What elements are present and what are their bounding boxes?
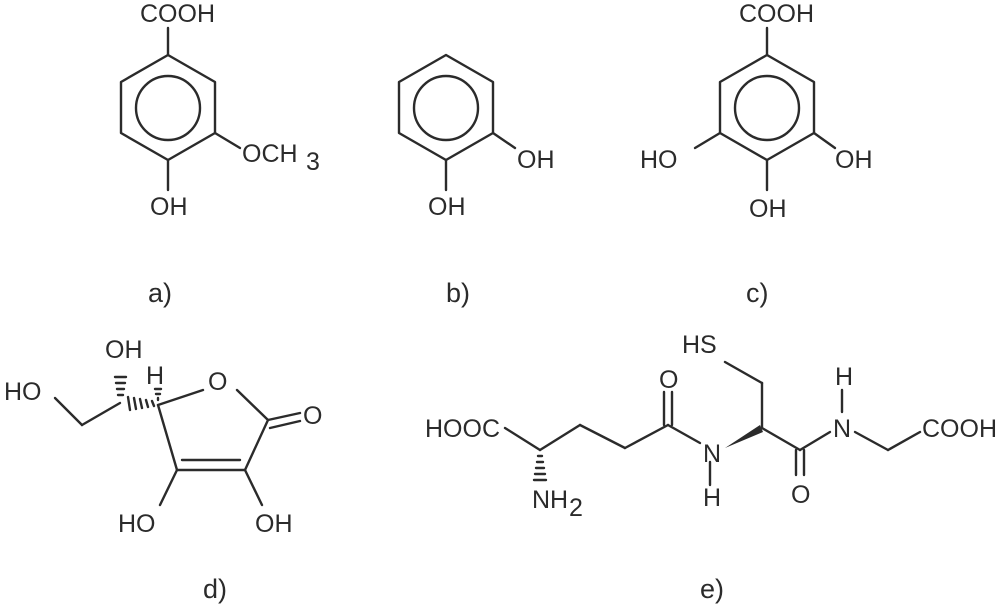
bond-c-ho: [693, 131, 722, 150]
aromatic-circle-a: [134, 74, 202, 142]
structure-a-vanillic-acid: COOH OCH 3 OH a): [119, 0, 320, 308]
bond-d-c5-c6: [80, 401, 122, 427]
bond-e-cb-cg: [578, 423, 627, 450]
label-e-nh2-subscript: 2: [569, 494, 583, 522]
bond-d-c2-oh: [243, 468, 264, 507]
bond-d-c3-c4: [156, 403, 179, 472]
bond-d-carbonyl-a: [266, 411, 302, 422]
label-a-och3: OCH: [242, 140, 298, 168]
bond-e-n2-ch2: [853, 430, 890, 452]
bond-e-cooh-ca: [503, 426, 542, 452]
bond-d-c3-oh: [158, 468, 179, 507]
bond-c-oh-right: [812, 131, 837, 150]
label-d-ring-o: O: [208, 368, 227, 396]
structure-b-catechol: OH OH b): [397, 53, 555, 308]
structure-c-gallic-acid: COOH HO OH OH c): [640, 0, 873, 308]
bond-e-ca-co: [760, 426, 802, 452]
bond-a-och3: [213, 131, 242, 150]
caption-d: d): [203, 574, 227, 604]
label-c-oh-bottom: OH: [749, 195, 787, 223]
label-d-bottom-right-oh: OH: [255, 510, 293, 538]
label-d-top-oh: OH: [105, 336, 143, 364]
aromatic-circle-b: [412, 74, 480, 142]
bond-b-oh-side: [491, 131, 517, 150]
label-e-amide2-o: O: [791, 481, 810, 509]
bond-e-amide1-cn: [666, 423, 702, 445]
label-d-left-ho: HO: [4, 378, 42, 406]
label-a-cooh: COOH: [140, 0, 215, 28]
label-e-amide1-h: H: [703, 484, 721, 512]
caption-c: c): [746, 278, 769, 308]
caption-a: a): [148, 278, 172, 308]
structure-e-glutathione: HOOC NH 2 HS O N H H N O COOH e): [425, 331, 997, 604]
structure-d-ascorbic-acid: OH H HO O O HO OH d): [4, 336, 322, 604]
hashed-wedge-d-c5-oh: [113, 375, 128, 397]
label-d-stereo-h: H: [146, 362, 164, 390]
solid-wedge-e-cys: [725, 425, 763, 448]
label-e-amide1-n: N: [703, 440, 721, 468]
label-c-ho: HO: [640, 146, 678, 174]
label-e-amide2-n: N: [833, 415, 851, 443]
label-a-och3-subscript: 3: [306, 148, 320, 176]
label-e-amide2-h: H: [835, 363, 853, 391]
label-d-bottom-left-ho: HO: [118, 510, 156, 538]
bond-e-ch2-cooh: [886, 430, 922, 452]
bond-d-carbonyl-b: [268, 419, 302, 430]
label-a-oh: OH: [150, 193, 188, 221]
bond-d-c4-o: [156, 388, 205, 407]
label-e-hs: HS: [682, 331, 717, 359]
bond-d-c6-oh: [53, 396, 84, 427]
label-e-amide1-o: O: [659, 366, 678, 394]
hashed-wedge-e-nh2: [532, 454, 548, 482]
bond-e-cg-cd: [623, 423, 670, 450]
hashed-wedge-d-h: [153, 387, 163, 402]
hashed-wedge-d-c5: [126, 395, 156, 412]
label-d-carbonyl-o: O: [303, 402, 322, 430]
label-e-hooc: HOOC: [425, 415, 500, 443]
caption-e: e): [700, 574, 724, 604]
aromatic-circle-c: [733, 74, 801, 142]
bond-e-cb-s: [723, 360, 764, 385]
bond-e-co-n2: [798, 430, 832, 452]
label-b-oh-bottom: OH: [428, 193, 466, 221]
label-e-cooh: COOH: [922, 415, 997, 443]
caption-b: b): [446, 278, 470, 308]
bond-d-o-c1: [235, 388, 270, 422]
label-c-cooh: COOH: [739, 0, 814, 28]
label-b-oh-side: OH: [517, 146, 555, 174]
bond-e-ca-cb: [538, 423, 582, 452]
label-e-nh2: NH: [532, 486, 568, 514]
label-c-oh-right: OH: [835, 146, 873, 174]
bond-d-c1-c2: [243, 418, 270, 472]
